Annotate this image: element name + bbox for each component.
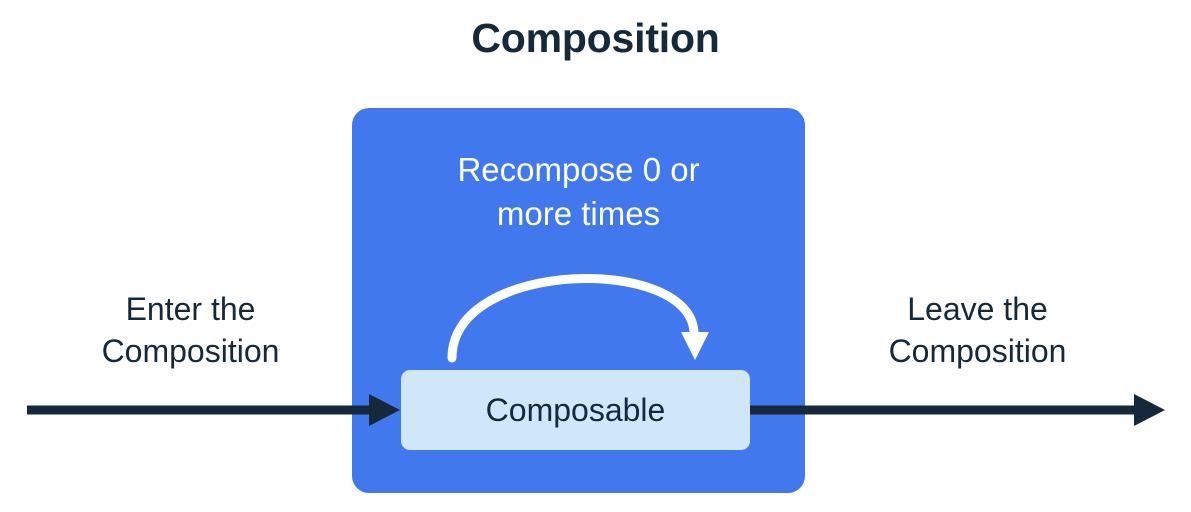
page-title: Composition bbox=[471, 15, 720, 61]
leave-composition-label-line-1: Leave the bbox=[907, 291, 1048, 327]
enter-composition-label-line-1: Enter the bbox=[125, 291, 256, 327]
composable-box: Composable bbox=[401, 370, 750, 450]
leave-arrow bbox=[750, 394, 1165, 426]
enter-composition-label-line-2: Composition bbox=[101, 333, 280, 370]
recompose-caption: Recompose 0 or more times bbox=[352, 148, 805, 236]
leave-arrow-head-icon bbox=[1134, 394, 1165, 426]
leave-composition-label: Leave the Composition bbox=[805, 288, 1150, 372]
enter-arrow bbox=[27, 394, 400, 426]
composable-box-label: Composable bbox=[485, 392, 666, 428]
enter-composition-label: Enter the Composition bbox=[28, 288, 353, 372]
leave-composition-label-line-2: Composition bbox=[888, 333, 1067, 370]
recompose-caption-line-2: more times bbox=[496, 194, 661, 232]
recompose-caption-line-1: Recompose 0 or bbox=[457, 151, 700, 188]
